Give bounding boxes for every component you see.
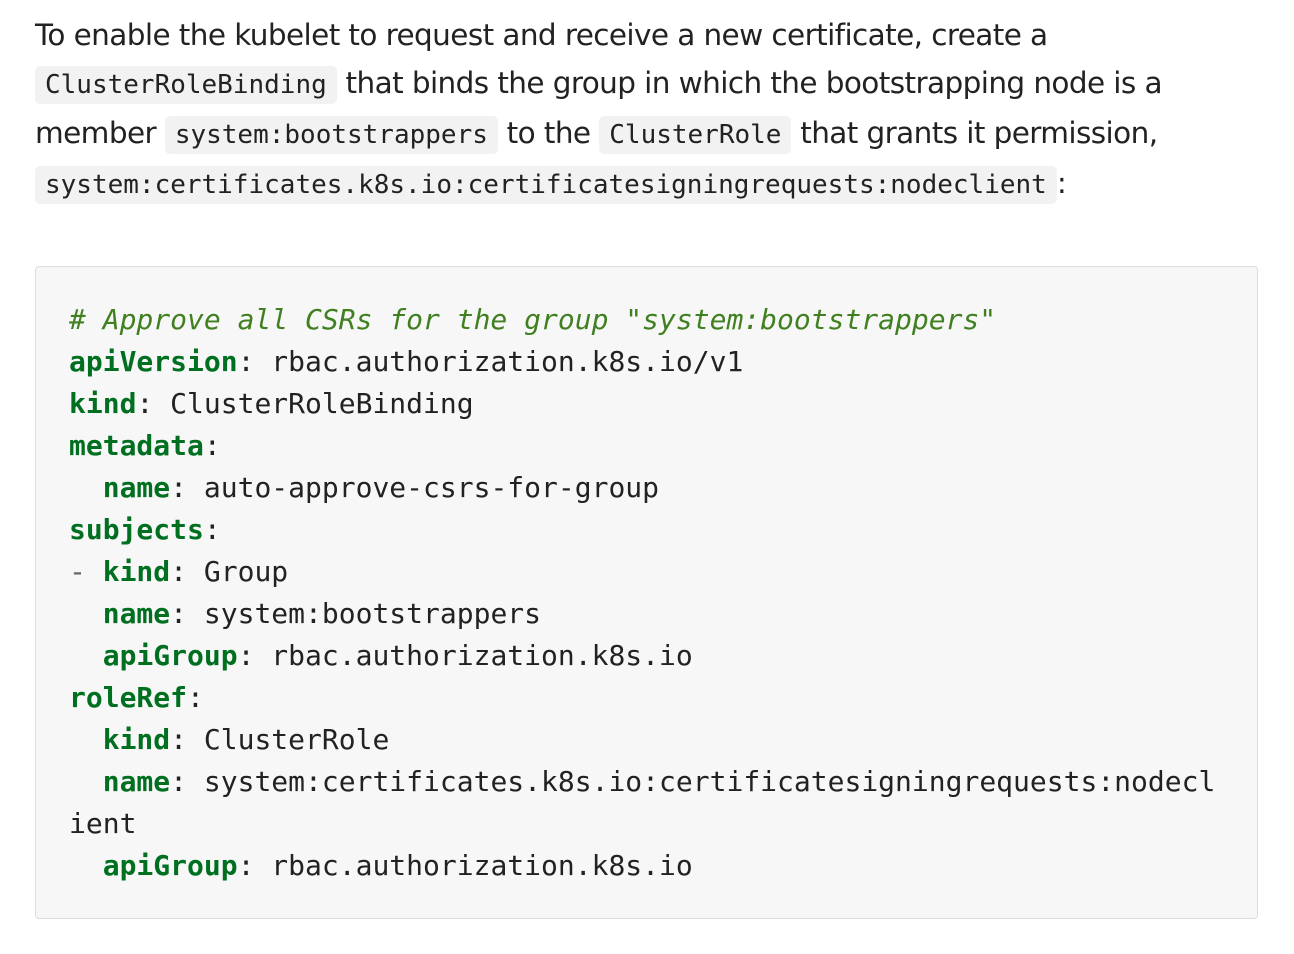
yaml-key-metadata-name: name (102, 471, 171, 504)
code-comment: # Approve all CSRs for the group "system… (69, 303, 997, 336)
yaml-key-subjects: subjects (69, 513, 204, 546)
yaml-key-roleref-kind: kind (102, 723, 171, 756)
yaml-key-roleref: roleRef (69, 681, 188, 714)
yaml-code[interactable]: # Approve all CSRs for the group "system… (69, 303, 1216, 882)
intro-text-4: that grants it permission, (791, 116, 1158, 150)
yaml-list-dash: - (69, 555, 86, 588)
code-block[interactable]: # Approve all CSRs for the group "system… (35, 266, 1258, 919)
yaml-value-roleref-apigroup: rbac.authorization.k8s.io (271, 849, 693, 882)
yaml-value-metadata-name: auto-approve-csrs-for-group (203, 471, 660, 504)
inline-code-clusterrole: ClusterRole (599, 116, 792, 154)
yaml-value-subject-kind: Group (203, 555, 289, 588)
yaml-key-subject-apigroup: apiGroup (102, 639, 238, 672)
intro-paragraph: To enable the kubelet to request and rec… (35, 11, 1257, 209)
inline-code-nodeclient-role: system:certificates.k8s.io:certificatesi… (35, 166, 1057, 204)
yaml-value-subject-name: system:bootstrappers (203, 597, 542, 630)
yaml-value-apiversion: rbac.authorization.k8s.io/v1 (271, 345, 744, 378)
yaml-key-apiversion: apiVersion (69, 345, 238, 378)
yaml-value-subject-apigroup: rbac.authorization.k8s.io (271, 639, 693, 672)
yaml-value-kind: ClusterRoleBinding (170, 387, 474, 420)
yaml-value-roleref-name: system:certificates.k8s.io:certificatesi… (203, 765, 1216, 798)
yaml-key-subject-name: name (102, 597, 171, 630)
yaml-key-roleref-name: name (102, 765, 171, 798)
intro-text-5: : (1056, 166, 1067, 200)
inline-code-system-bootstrappers: system:bootstrappers (164, 116, 498, 154)
yaml-key-metadata: metadata (69, 429, 204, 462)
intro-text-2: that binds the group in which the bootst… (35, 66, 1163, 150)
inline-code-clusterrolebinding: ClusterRoleBinding (35, 66, 337, 104)
yaml-key-subject-kind: kind (102, 555, 171, 588)
yaml-value-roleref-kind: ClusterRole (203, 723, 390, 756)
intro-text-1: To enable the kubelet to request and rec… (35, 18, 1048, 52)
yaml-key-roleref-apigroup: apiGroup (102, 849, 238, 882)
yaml-value-roleref-name-wrap: ient (69, 807, 137, 840)
intro-text-3: to the (497, 116, 600, 150)
yaml-key-kind: kind (69, 387, 137, 420)
